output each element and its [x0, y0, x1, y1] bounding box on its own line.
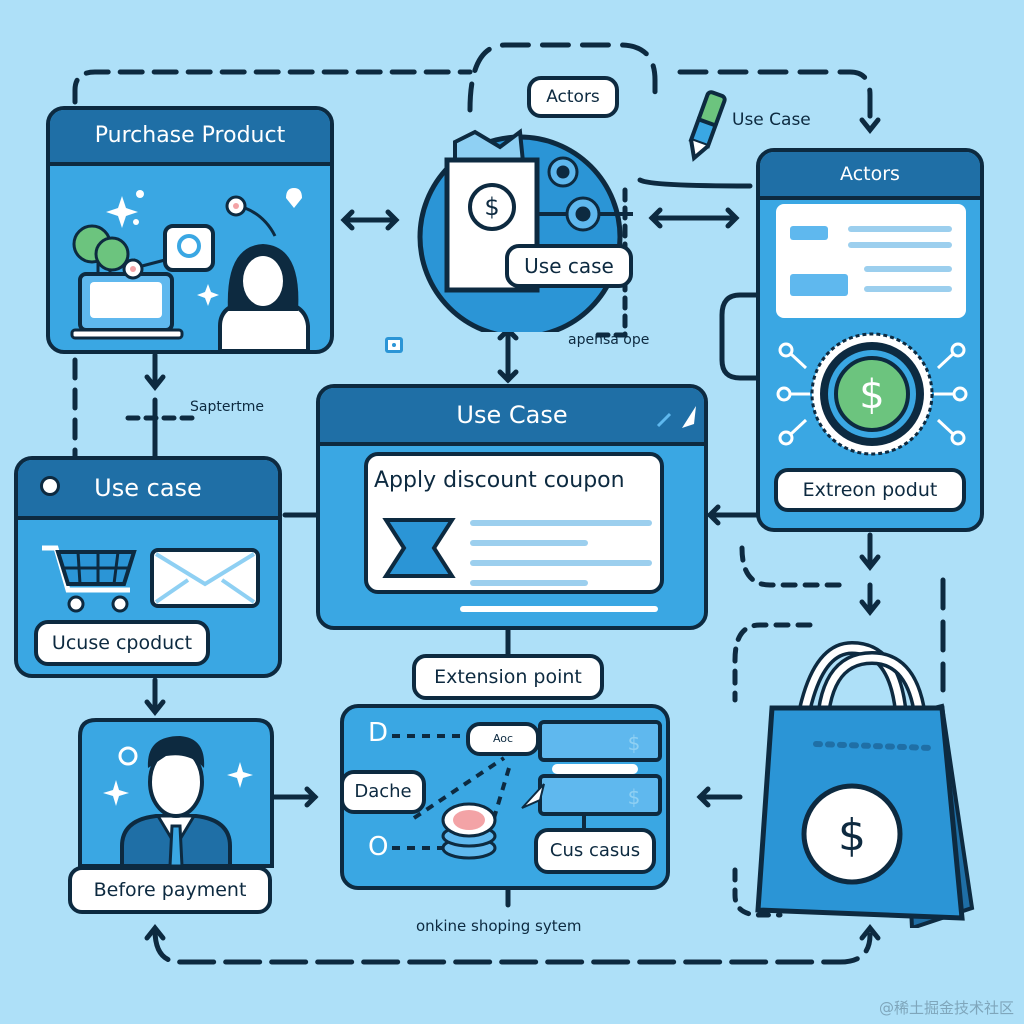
svg-text:$: $	[859, 372, 884, 418]
actors-bubble: Actors	[527, 76, 619, 118]
use-case-bubble: Use case	[505, 244, 633, 288]
use-case-pen-label: Use Case	[732, 110, 811, 130]
svg-text:$: $	[838, 810, 866, 861]
extension-point-card[interactable]: D O $ $ Aoc Dache Cus casus	[340, 704, 670, 890]
dache-bubble: Dache	[344, 770, 426, 814]
shopping-bag-dollar-icon: $	[755, 640, 975, 928]
extension-illustration: $ $	[392, 720, 662, 860]
use-case-main-title: Use Case	[320, 388, 704, 446]
purchase-product-title: Purchase Product	[50, 110, 330, 166]
letter-d: D	[368, 718, 389, 748]
book-icon	[385, 337, 403, 353]
extension-point-label: Extension point	[412, 654, 604, 700]
sparkle-icon	[106, 188, 302, 306]
center-illustration: $	[417, 128, 633, 340]
letter-o: O	[368, 832, 389, 862]
dollar-badge-icon: $	[776, 332, 968, 456]
ucuse-cpoduct-button[interactable]: Ucuse cpoduct	[34, 620, 210, 666]
coin-stack-icon	[441, 802, 497, 860]
use-case-left-card[interactable]: Use case Ucuse cpoduct	[14, 456, 282, 678]
side-note-right: apeňsa ope	[568, 332, 650, 348]
actors-panel-title: Actors	[760, 152, 980, 200]
diagram-caption: onkine shoping sytem	[416, 917, 582, 935]
envelope-icon	[150, 548, 260, 608]
status-dot-icon	[40, 476, 60, 496]
cus-casus-button[interactable]: Cus casus	[534, 828, 656, 874]
man-avatar-icon	[78, 718, 274, 868]
dollar-icon: $	[628, 731, 641, 755]
use-case-main-card[interactable]: Use Case Apply discount coupon	[316, 384, 708, 630]
svg-text:$: $	[484, 193, 499, 221]
cart-envelope-illustration	[42, 545, 260, 613]
extreon-podut-button[interactable]: Extreon podut	[774, 468, 966, 512]
laptop-icon	[70, 272, 184, 340]
purchase-product-illustration	[70, 188, 310, 350]
use-case-left-title: Use case	[18, 460, 278, 520]
actors-panel[interactable]: Actors $ Extreon podut	[756, 148, 984, 532]
actors-form	[776, 204, 966, 318]
before-payment-node[interactable]: Before payment	[68, 716, 276, 916]
dollar-icon: $	[628, 785, 641, 809]
money-plant-icon	[72, 224, 130, 274]
before-payment-button[interactable]: Before payment	[68, 866, 272, 914]
purchase-product-card[interactable]: Purchase Product	[46, 106, 334, 354]
pen-icon	[688, 90, 727, 162]
chat-bubble-icon	[122, 195, 277, 280]
watermark: @稀土掘金技术社区	[878, 999, 1014, 1017]
coupon-card: Apply discount coupon	[364, 452, 664, 594]
cart-icon	[42, 545, 137, 613]
aoc-bubble: Aoc	[466, 722, 540, 756]
woman-avatar-icon	[218, 244, 310, 350]
pencil-icon	[656, 406, 696, 428]
coupon-card-text: Apply discount coupon	[374, 468, 625, 493]
use-case-left-title-text: Use case	[94, 474, 202, 502]
side-note-left: Saptertme	[190, 399, 264, 415]
center-top-node[interactable]: $ Actors Use case	[405, 76, 645, 340]
hourglass-icon	[382, 518, 456, 578]
